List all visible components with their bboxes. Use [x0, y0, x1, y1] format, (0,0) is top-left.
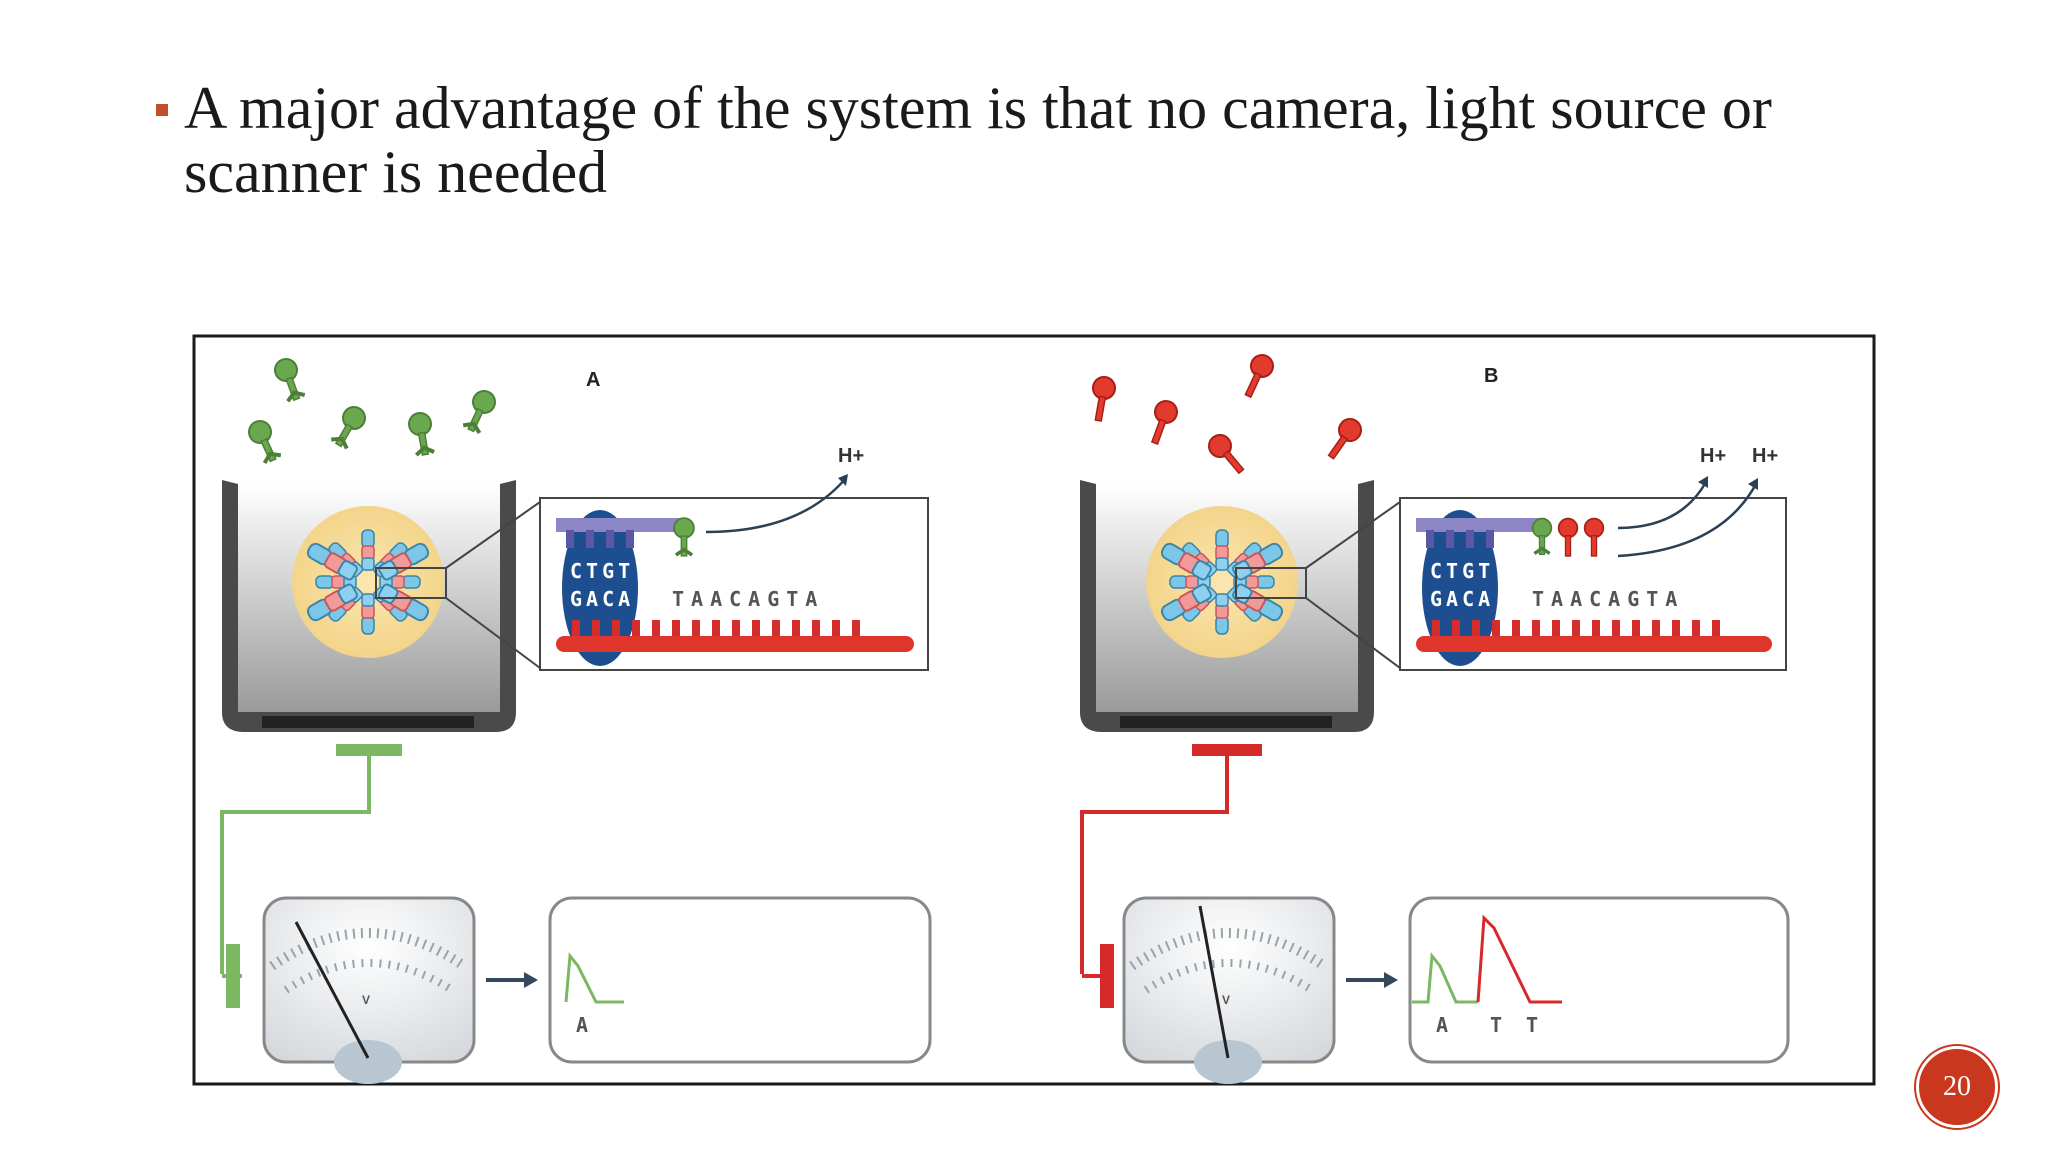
seq-bottom-a: GACA — [570, 587, 634, 611]
zoom-box-a: H+ CTGT GACA TAACAGTA — [539, 445, 929, 671]
bullet-text: A major advantage of the system is that … — [184, 75, 1772, 205]
trace-label-b-1: T — [1490, 1013, 1502, 1037]
panel-b: B — [1080, 350, 1790, 1084]
trace-label-b-0: A — [1436, 1013, 1448, 1037]
proton-label-a: H+ — [838, 445, 864, 467]
seq-template-b: TAACAGTA — [1532, 587, 1684, 611]
voltmeter-a: V — [262, 896, 476, 1084]
reaction-well-b — [1080, 480, 1401, 732]
trace-label-a-0: A — [576, 1013, 588, 1037]
seq-top-a: CTGT — [570, 559, 634, 583]
arrow-b — [1346, 972, 1398, 988]
zoom-box-b: H+ H+ CTGT GACA TAACAGTA — [1399, 445, 1787, 671]
circuit-wire-b — [1080, 744, 1262, 1008]
panel-a-label: A — [586, 369, 600, 391]
bullet-marker — [156, 104, 168, 116]
seq-top-b: CTGT — [1430, 559, 1494, 583]
reaction-well-a — [222, 480, 541, 732]
seq-bottom-b: GACA — [1430, 587, 1494, 611]
proton-label-b-0: H+ — [1700, 445, 1726, 467]
arrow-a — [486, 972, 538, 988]
panel-a: A — [220, 353, 932, 1084]
seq-template-a: TAACAGTA — [672, 587, 824, 611]
voltmeter-b: V — [1122, 896, 1336, 1084]
circuit-wire-a — [220, 744, 402, 1008]
signal-trace-a: A — [548, 896, 932, 1064]
trace-label-b-2: T — [1526, 1013, 1538, 1037]
page-number-badge: 20 — [1916, 1046, 1998, 1128]
proton-label-b-1: H+ — [1752, 445, 1778, 467]
panel-b-label: B — [1484, 365, 1498, 387]
signal-trace-b: A T T — [1408, 896, 1790, 1064]
meter-unit-b: V — [1222, 993, 1230, 1007]
meter-unit-a: V — [362, 993, 370, 1007]
